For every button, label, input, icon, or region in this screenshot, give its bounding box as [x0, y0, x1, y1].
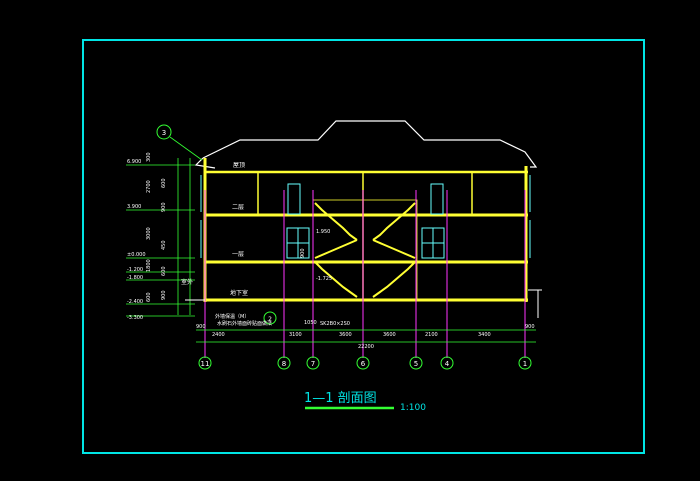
windows — [200, 175, 531, 259]
dim-label: 3100 — [289, 332, 302, 338]
room-label-floor2: 二层 — [232, 204, 244, 211]
drawing-scale: 1:100 — [400, 403, 426, 413]
total-dim-label: 22200 — [358, 344, 374, 350]
elevation-label: ±0.000 — [127, 252, 146, 258]
ground-line — [185, 289, 542, 318]
axis-bubble — [356, 356, 370, 370]
room-label-basement: 地下室 — [230, 289, 248, 297]
bottom-marker: 2 — [263, 311, 277, 325]
bottom-marker-label: 2 — [268, 316, 272, 323]
axis-bubble-label: 7 — [311, 360, 315, 368]
mid-dim-label: SK2B0×2S0 — [320, 321, 350, 327]
stair-label: 1.950 — [316, 229, 330, 235]
elevation-label: 6.900 — [127, 159, 141, 165]
dim-label: 450 — [161, 240, 167, 250]
dim-label: 2700 — [146, 180, 152, 193]
dim-label: 2100 — [425, 332, 438, 338]
elevation-label: -2.400 — [127, 299, 143, 305]
axis-bubble — [440, 356, 454, 370]
axis-bubble-label: 5 — [414, 360, 418, 368]
elevation-label: -1.200 — [127, 267, 143, 273]
outdoor-label: 室外 — [181, 278, 193, 286]
dim-label: 300 — [146, 152, 152, 162]
title-block: 1—1 剖面图 1:100 — [304, 391, 426, 413]
dim-label: 900 — [525, 324, 535, 330]
room-label-roof: 屋顶 — [233, 162, 245, 169]
elevation-label: -3.300 — [127, 315, 143, 321]
drawing-title: 1—1 剖面图 — [304, 391, 377, 406]
stair-label: 900 — [300, 248, 306, 258]
dim-label: 3600 — [339, 332, 352, 338]
dim-label: 3000 — [146, 227, 152, 240]
section-marker-label: 3 — [162, 129, 166, 137]
note-1: 外墙保温（M） — [215, 313, 249, 320]
axis-bubble — [409, 356, 423, 370]
dim-label: 600 — [161, 178, 167, 188]
elevation-label: 3.900 — [127, 204, 141, 210]
note-2: 水刷石外墙面砖贴面做法 — [217, 320, 272, 327]
drawing-frame — [82, 39, 645, 454]
axis-bubble — [518, 356, 532, 370]
left-dims: 300 2700 3000 1800 600 600 900 450 600 9… — [146, 152, 167, 302]
dim-label: 1050 — [304, 320, 317, 326]
dimension-lines — [126, 158, 536, 343]
dim-label: 900 — [161, 202, 167, 212]
axis-bubble-label: 11 — [201, 360, 210, 368]
section-marker: 3 — [156, 124, 203, 161]
room-label-floor1: 一层 — [232, 251, 244, 258]
dim-label: 1800 — [146, 259, 152, 272]
stair-label: -1.725 — [316, 276, 332, 282]
dim-label: 600 — [161, 266, 167, 276]
roof-outline — [194, 120, 538, 169]
axis-bubble-label: 8 — [282, 360, 286, 368]
axis-bubble-label: 1 — [523, 360, 527, 368]
dim-label: 900 — [196, 324, 206, 330]
dim-label: 600 — [146, 292, 152, 302]
dim-label: 3600 — [383, 332, 396, 338]
axis-bubble — [277, 356, 291, 370]
dim-label: 2400 — [212, 332, 225, 338]
axis-bubbles: 11 8 7 6 5 4 1 — [198, 356, 532, 370]
axis-bubble-label: 4 — [445, 360, 450, 368]
dim-label: 3400 — [478, 332, 491, 338]
axis-bubble — [198, 356, 212, 370]
elevation-label: -1.800 — [127, 275, 143, 281]
top-dims: 900 2400 3100 3600 1050 3600 2100 3400 9… — [196, 320, 535, 350]
dim-label: 900 — [161, 290, 167, 300]
axis-bubble-label: 6 — [361, 360, 366, 368]
left-elevations: 6.900 3.900 ±0.000 -1.200 -1.800 -2.400 … — [127, 159, 146, 321]
axis-bubble — [306, 356, 320, 370]
